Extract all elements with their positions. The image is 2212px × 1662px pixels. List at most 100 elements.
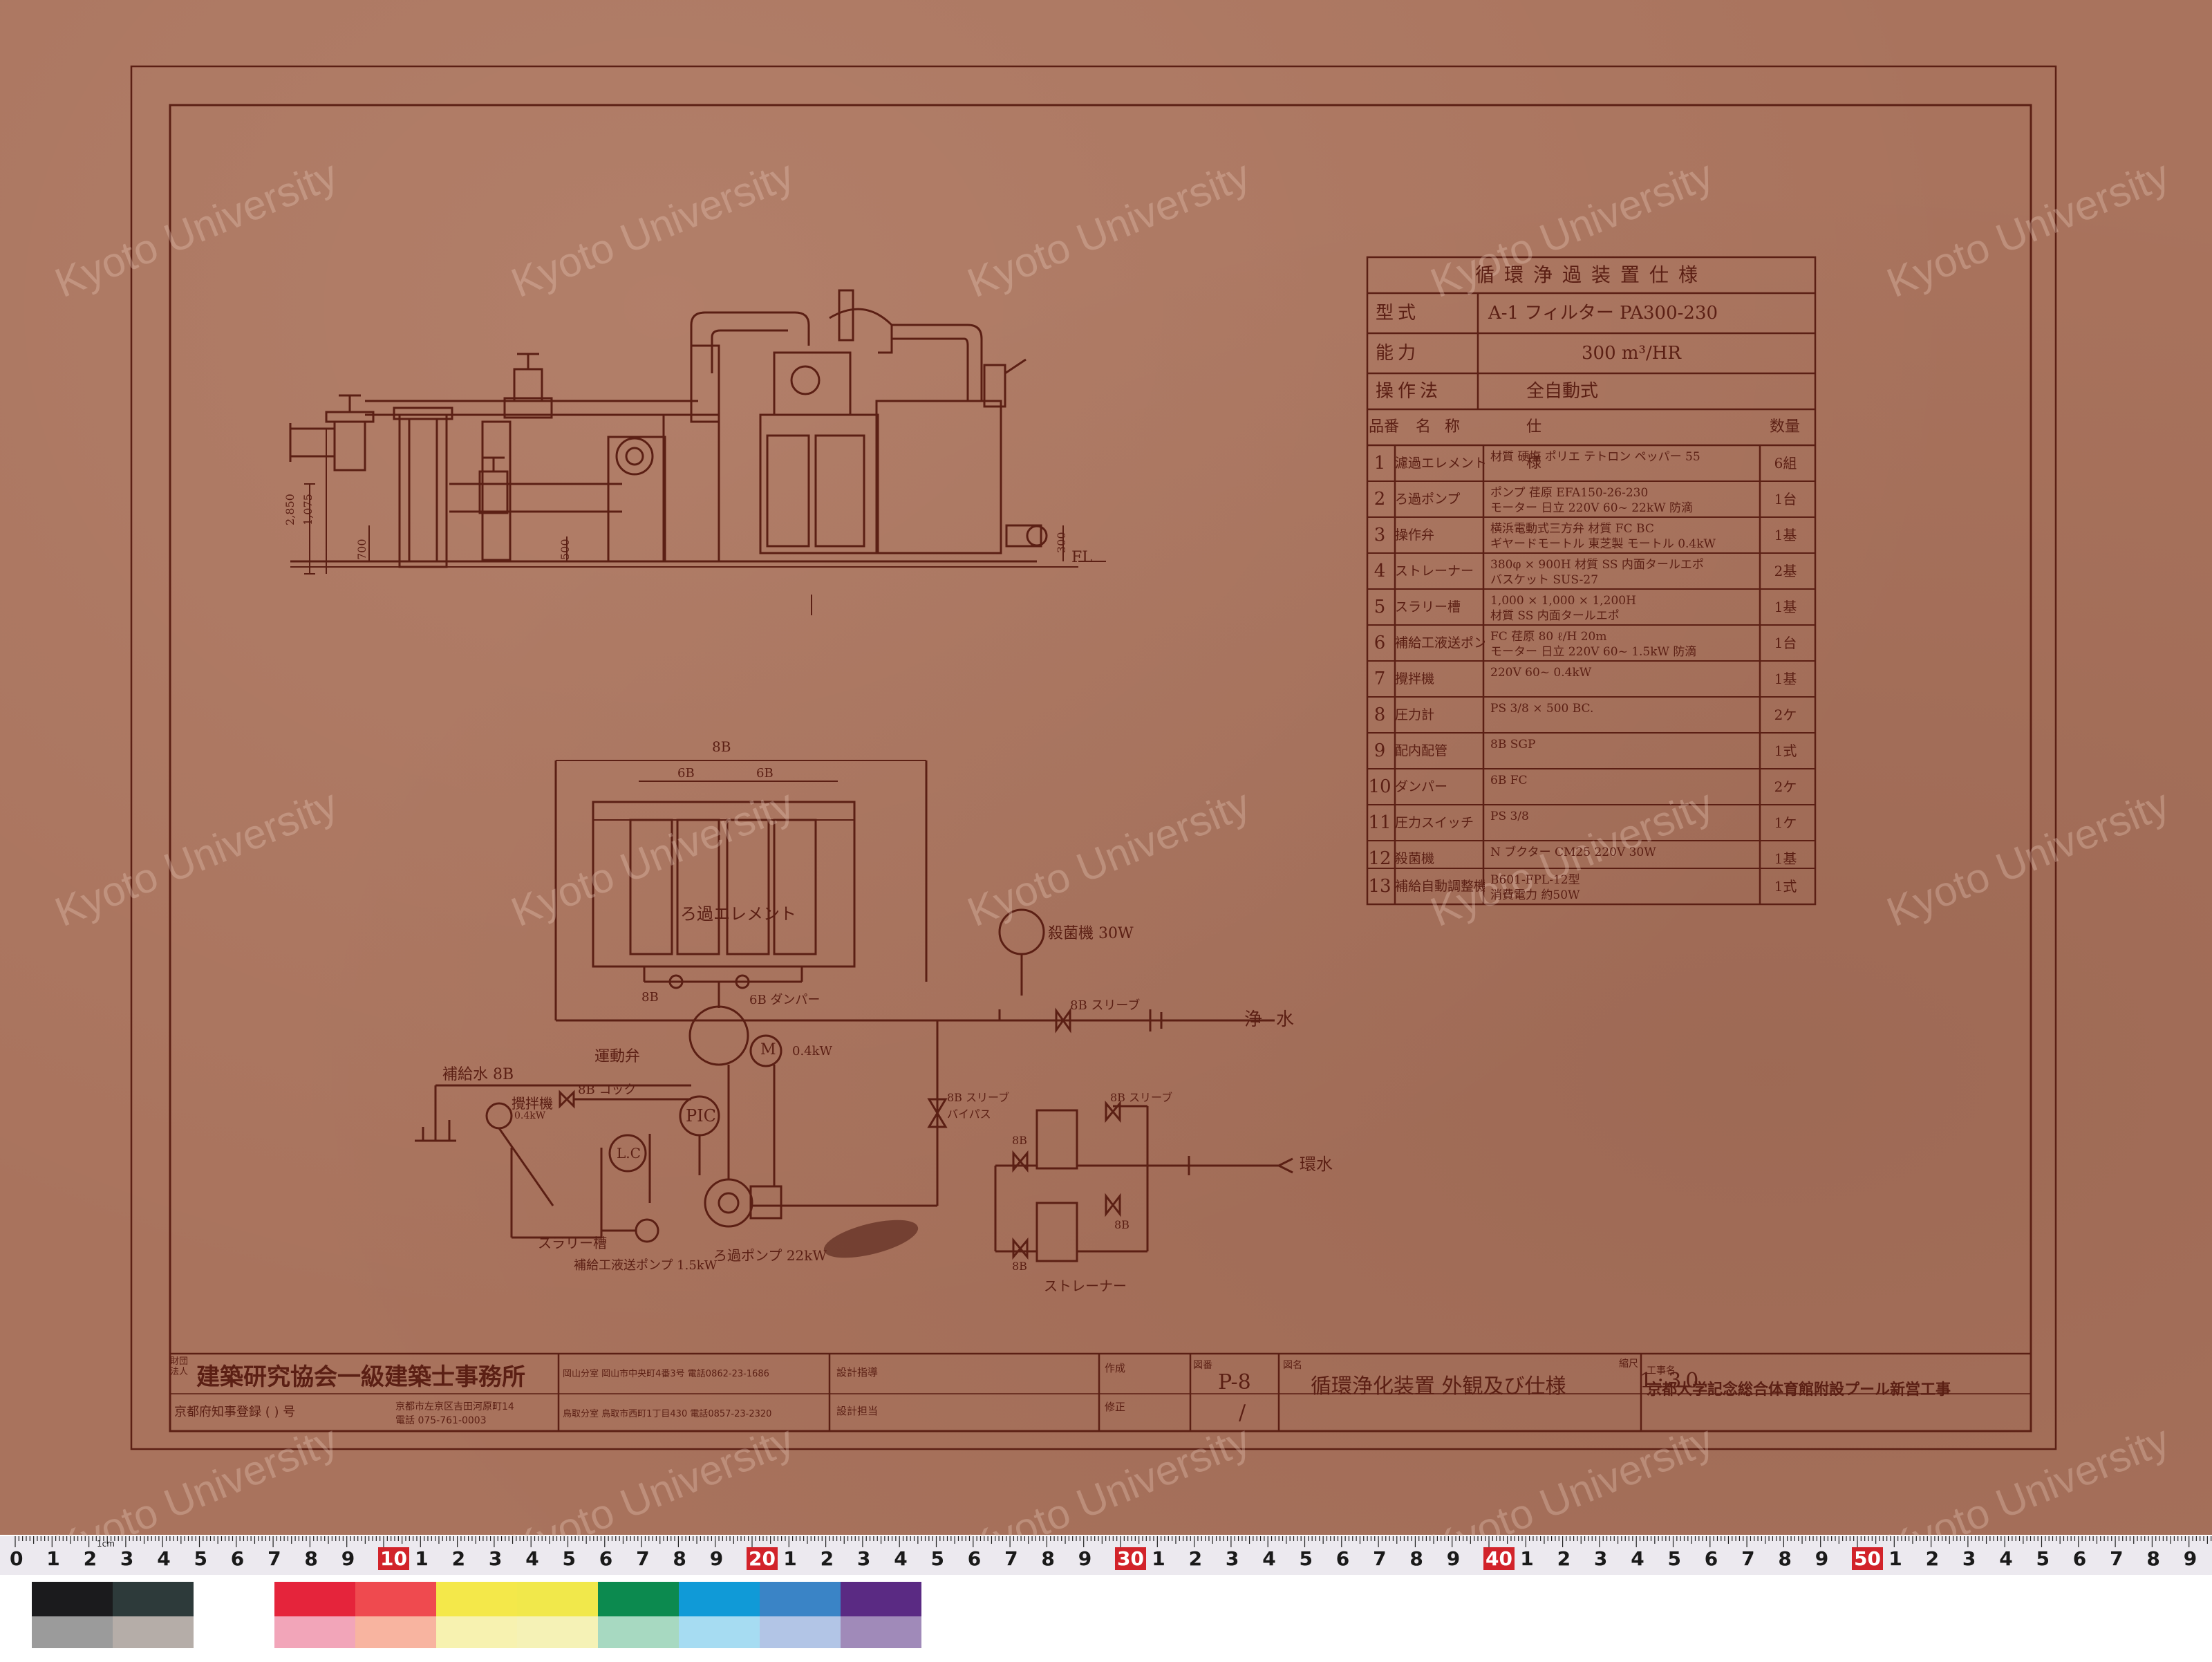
color-patch	[436, 1582, 517, 1616]
spec-operation-row: 操作法 全自動式	[1367, 373, 1815, 409]
spec-row-no: 6	[1374, 633, 1386, 653]
valve-8b-label: 8B	[641, 990, 659, 1005]
ruler-number: 4	[894, 1547, 908, 1570]
project-name: 京都大学記念総合体育館附設プール新営工事	[1647, 1381, 1951, 1399]
ruler-number: 6	[1704, 1547, 1718, 1570]
spec-capacity-row: 能力 300 m³/HR	[1367, 333, 1815, 373]
dim-300: 300	[1055, 532, 1068, 553]
bypass-label: 8B スリーブ バイパス	[947, 1091, 1010, 1121]
clean-water-label: 浄水	[1244, 1009, 1309, 1030]
color-patch	[598, 1616, 679, 1648]
ruler-number: 30	[1115, 1547, 1146, 1570]
spec-row-qty: 1ケ	[1774, 814, 1797, 831]
spec-row-no: 7	[1374, 669, 1386, 689]
spec-capacity-label: 能力	[1376, 343, 1421, 364]
ruler-number: 7	[1004, 1547, 1018, 1570]
sleeve-8b-d: 8B スリーブ	[1110, 1091, 1173, 1104]
spec-row-spec: PS 3/8	[1490, 810, 1529, 823]
spec-col-qty: 数量	[1770, 418, 1801, 436]
return-water-label: 環水	[1300, 1155, 1333, 1174]
ruler-number: 3	[856, 1547, 871, 1570]
title-block-grid	[170, 1352, 2031, 1431]
dim-1075: 1,075	[301, 494, 315, 525]
created-label: 作成	[1105, 1362, 1126, 1374]
spec-type-value: A-1 フィルター PA300-230	[1488, 303, 1718, 324]
color-patch	[517, 1616, 598, 1648]
ruler-number: 3	[1962, 1547, 1976, 1570]
agitator-label: 攪拌機	[512, 1095, 553, 1112]
cock-8b-label: 8B コック	[578, 1083, 637, 1097]
spec-row-spec: 6B FC	[1490, 774, 1528, 787]
ruler-number: 4	[1262, 1547, 1276, 1570]
drawing-no-label: 図番	[1193, 1360, 1212, 1371]
spec-row-no: 11	[1368, 812, 1391, 833]
ruler-number: 6	[2072, 1547, 2087, 1570]
spec-row-name: 圧力スイッチ	[1395, 815, 1474, 830]
spec-row-qty: 1式	[1774, 743, 1797, 759]
color-patch	[274, 1582, 355, 1616]
spec-row: 11 圧力スイッチ PS 3/8 1ケ	[1367, 805, 1815, 841]
ruler-number: 50	[1852, 1547, 1883, 1570]
color-patch	[355, 1616, 436, 1648]
ruler-number: 9	[1815, 1547, 1829, 1570]
ruler-number: 3	[120, 1547, 134, 1570]
spec-col-spec: 仕様	[1526, 418, 1680, 471]
color-patch	[355, 1582, 436, 1616]
measuring-ruler	[0, 1536, 2212, 1575]
filter-element-label: ろ過エレメント	[680, 904, 796, 924]
spec-row-name: 配内配管	[1395, 743, 1448, 758]
spec-row-qty: 2ケ	[1774, 707, 1797, 723]
drawing-name-label: 図名	[1283, 1360, 1302, 1371]
dim-700: 700	[355, 539, 368, 560]
sleeve-8b-b: 8B	[1012, 1260, 1027, 1273]
piping-schematic	[415, 760, 1293, 1262]
spec-type-label: 型式	[1376, 303, 1421, 324]
ruler-number: 1	[415, 1547, 429, 1570]
color-patch	[436, 1616, 517, 1648]
ruler-number: 10	[378, 1547, 409, 1570]
spec-operation-value: 全自動式	[1526, 381, 1599, 402]
ruler-number: 7	[2110, 1547, 2124, 1570]
revised-label: 修正	[1105, 1401, 1126, 1413]
slurry-tank-label: スラリー槽	[538, 1235, 607, 1251]
color-patch	[760, 1616, 841, 1648]
ruler-number: 3	[1593, 1547, 1608, 1570]
spec-row-qty: 1式	[1774, 878, 1797, 895]
strainer-label: ストレーナー	[1044, 1278, 1127, 1294]
spec-row-qty: 2基	[1774, 563, 1797, 579]
dim-6b-left: 6B	[677, 766, 695, 781]
spec-title: 循環浄過装置仕様	[1474, 263, 1707, 286]
spec-type-row: 型式 A-1 フィルター PA300-230	[1367, 293, 1815, 333]
spec-row-name: スラリー槽	[1395, 599, 1461, 615]
agitator-motor-label: 0.4kW	[514, 1110, 546, 1121]
color-patch	[113, 1582, 194, 1616]
color-patch	[679, 1582, 760, 1616]
ruler-number: 1	[46, 1547, 60, 1570]
ruler-number: 4	[1631, 1547, 1644, 1570]
ruler-number: 7	[1741, 1547, 1755, 1570]
spec-row-no: 1	[1374, 453, 1386, 474]
ruler-number: 2	[83, 1547, 97, 1570]
color-patch	[113, 1616, 194, 1648]
spec-row-qty: 1基	[1774, 850, 1797, 867]
ruler-number: 4	[525, 1547, 539, 1570]
spec-col-name: 名称	[1416, 418, 1474, 436]
drawing-no: P-8	[1218, 1370, 1251, 1394]
drawing-name: 循環浄化装置 外観及び仕様	[1311, 1374, 1566, 1399]
pic-label: PIC	[686, 1106, 716, 1126]
operating-valve-label: 運動弁	[594, 1048, 641, 1065]
design-supervisor: 設計指導	[836, 1366, 879, 1379]
drawing-linework	[130, 65, 2057, 1450]
damper-label: 6B ダンパー	[749, 993, 821, 1007]
ruler-number: 9	[1446, 1547, 1461, 1570]
spec-row-name: 補給自動調整機	[1395, 879, 1485, 894]
spec-table: 循環浄過装置仕様 型式 A-1 フィルター PA300-230 能力 300 m…	[1367, 257, 1815, 904]
dim-8b-top: 8B	[712, 738, 731, 755]
phone-kyoto: 電話 075-761-0003	[395, 1415, 487, 1426]
spec-row-spec: FC 荏原 80 ℓ/H 20m モーター 日立 220V 60~ 1.5kW …	[1490, 630, 1697, 659]
